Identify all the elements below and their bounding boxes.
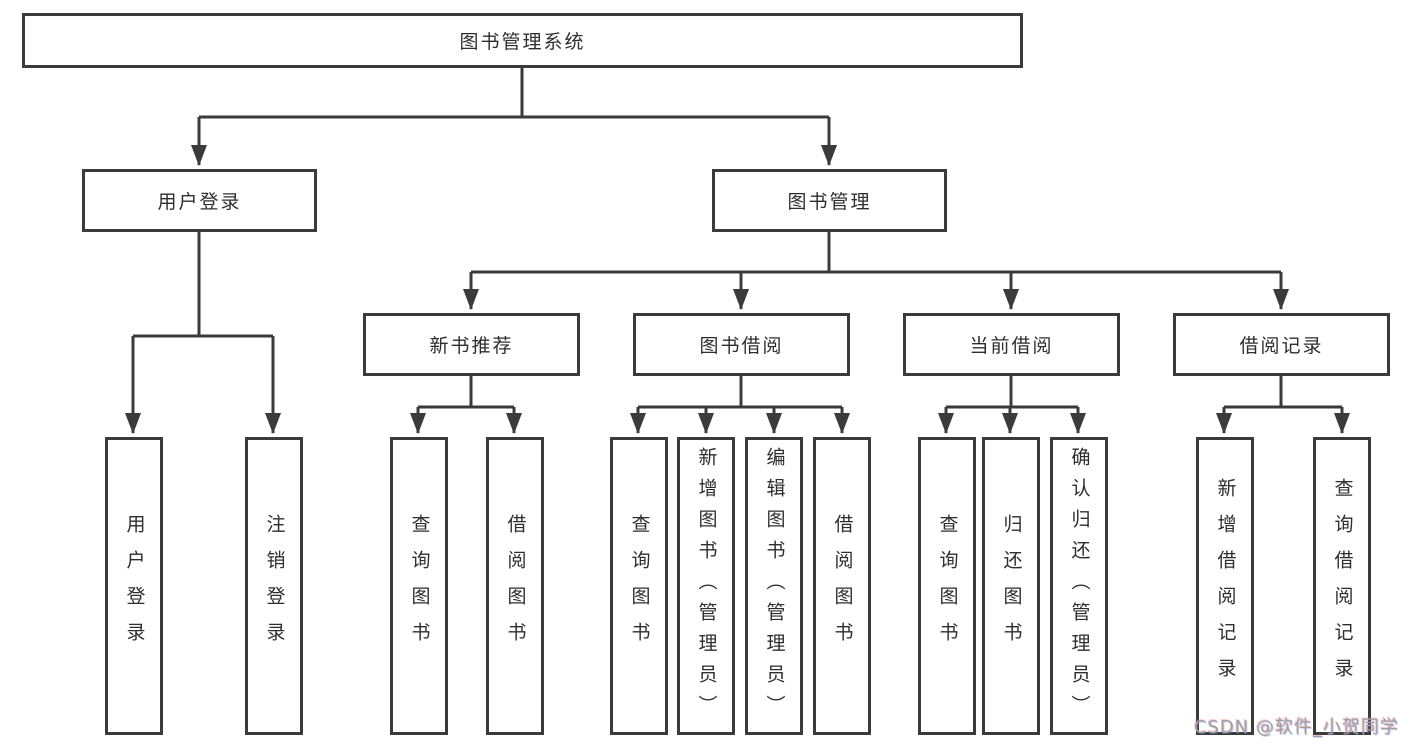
node-borrowing-records: 借阅记录 [1173, 313, 1390, 376]
node-label: 图书管理系统 [459, 31, 586, 53]
node-label: 查询借阅记录 [1331, 478, 1354, 694]
node-label: 借阅图书 [504, 514, 527, 658]
node-label: 注销登录 [263, 514, 286, 658]
leaf-borrow-add-books-admin: 新增图书（管理员） [677, 437, 735, 735]
node-book-borrowing: 图书借阅 [633, 313, 850, 376]
node-label: 归还图书 [1000, 514, 1023, 658]
node-user-login: 用户登录 [82, 169, 317, 232]
node-label: 编辑图书（管理员） [763, 446, 786, 726]
node-label: 确认归还（管理员） [1068, 446, 1091, 726]
leaf-current-confirm-return-admin: 确认归还（管理员） [1050, 437, 1108, 735]
node-new-book-recommendation: 新书推荐 [363, 313, 580, 376]
node-label: 查询图书 [408, 514, 431, 658]
node-label: 借阅图书 [831, 514, 854, 658]
leaf-records-add-borrow-record: 新增借阅记录 [1196, 437, 1254, 735]
leaf-current-return-books: 归还图书 [982, 437, 1040, 735]
leaf-newbook-query-books: 查询图书 [390, 437, 448, 735]
node-label: 用户登录 [123, 514, 146, 658]
leaf-current-query-books: 查询图书 [918, 437, 976, 735]
node-current-borrowing: 当前借阅 [903, 313, 1120, 376]
leaf-newbook-borrow-books: 借阅图书 [486, 437, 544, 735]
csdn-watermark: CSDN @软件_小贺同学 [1193, 717, 1399, 738]
leaf-user-login: 用户登录 [105, 437, 163, 735]
node-label: 新增借阅记录 [1214, 478, 1237, 694]
node-library-management-system: 图书管理系统 [22, 13, 1023, 68]
node-label: 图书管理 [787, 191, 872, 213]
node-label: 用户登录 [157, 191, 242, 213]
leaf-borrow-edit-books-admin: 编辑图书（管理员） [745, 437, 803, 735]
node-label: 查询图书 [628, 514, 651, 658]
leaf-logout: 注销登录 [245, 437, 303, 735]
node-label: 新书推荐 [429, 335, 514, 357]
node-label: 图书借阅 [699, 335, 784, 357]
leaf-borrow-query-books: 查询图书 [610, 437, 668, 735]
leaf-records-query-borrow-record: 查询借阅记录 [1313, 437, 1371, 735]
node-label: 查询图书 [936, 514, 959, 658]
node-book-management: 图书管理 [712, 169, 947, 232]
leaf-borrow-borrow-books: 借阅图书 [813, 437, 871, 735]
node-label: 新增图书（管理员） [695, 446, 718, 726]
node-label: 当前借阅 [969, 335, 1054, 357]
node-label: 借阅记录 [1239, 335, 1324, 357]
